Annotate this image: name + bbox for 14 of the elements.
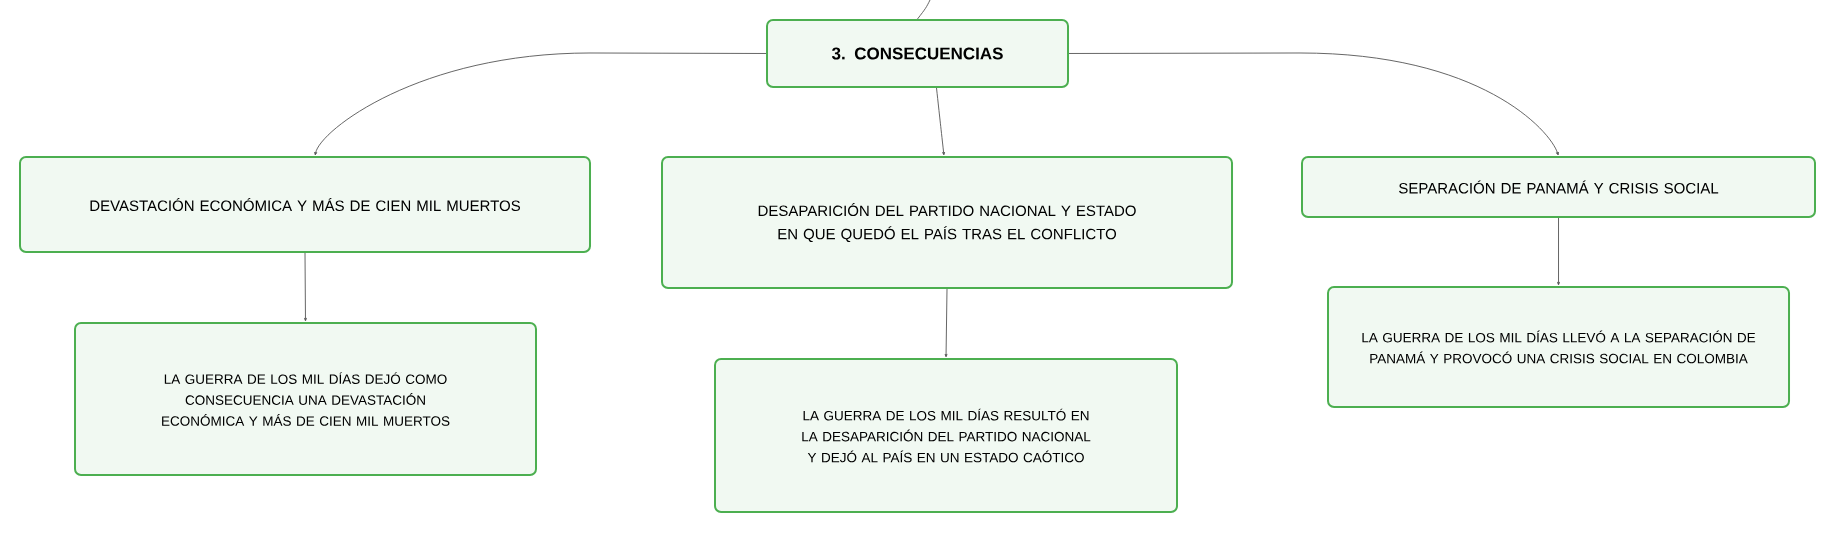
description-box: LA GUERRA DE LOS MIL DÍAS DEJÓ COMO CONSECUENCIA UNA DEVASTACIÓN ECONÓMICA Y MÁS DE CIEN MIL MUERTOS <box>74 322 537 476</box>
connector <box>917 0 931 20</box>
description-box: LA GUERRA DE LOS MIL DÍAS LLEVÓ A LA SEPARACIÓN DE PANAMÁ Y PROVOCÓ UNA CRISIS SOCIAL EN COLOMBIA <box>1327 286 1790 408</box>
description-box: LA GUERRA DE LOS MIL DÍAS RESULTÓ EN LA DESAPARICIÓN DEL PARTIDO NACIONAL Y DEJÓ AL PAÍS EN UN ESTADO CAÓTICO <box>714 358 1178 513</box>
connector <box>304 252 307 322</box>
connector <box>944 288 948 358</box>
connector <box>314 52 767 156</box>
connector <box>1068 52 1559 156</box>
subtopic-box: DEVASTACIÓN ECONÓMICA Y MÁS DE CIEN MIL MUERTOS <box>19 156 591 253</box>
topic-box: 3. CONSECUENCIAS <box>766 19 1069 88</box>
subtopic-box: DESAPARICIÓN DEL PARTIDO NACIONAL Y ESTADO EN QUE QUEDÓ EL PAÍS TRAS EL CONFLICTO <box>661 156 1233 289</box>
connector <box>1557 217 1560 286</box>
subtopic-box: SEPARACIÓN DE PANAMÁ Y CRISIS SOCIAL <box>1301 156 1816 218</box>
connector <box>936 87 946 156</box>
